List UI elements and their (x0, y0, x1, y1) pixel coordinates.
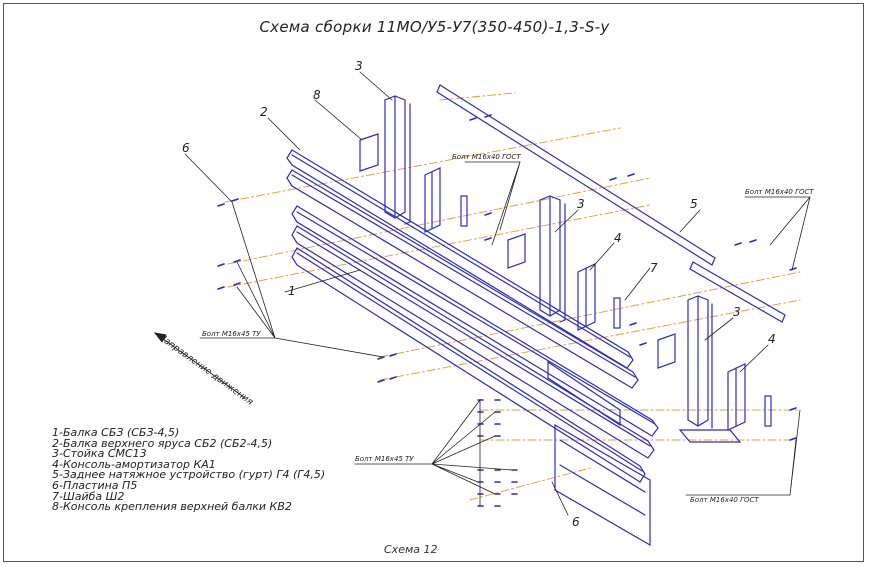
legend-item: 6-Пластина П5 (52, 478, 138, 492)
legend-item: 3-Стойка СМС13 (52, 447, 147, 461)
direction-arrow (153, 332, 246, 399)
callout-bolt-m16x45-b: Болт М16х45 ТУ (355, 455, 414, 463)
part-number-3b: 3 (577, 197, 585, 211)
part-number-2: 2 (260, 105, 268, 119)
post-3b (539, 195, 566, 323)
axis-lines (224, 92, 801, 501)
legend-item: 2-Балка верхнего яруса СБ2 (СБ2-4,5) (52, 436, 273, 450)
part-number-6b: 6 (572, 515, 580, 529)
callout-bolt-m16x40-c: Болт М16х40 ГОСТ (690, 496, 759, 504)
legend-item: 7-Шайба Ш2 (52, 489, 125, 503)
sheet-frame (3, 3, 864, 562)
part-number-8: 8 (313, 88, 321, 102)
part-number-3a: 3 (355, 59, 363, 73)
direction-label: Направление движения (156, 332, 255, 408)
upper-beam (286, 149, 639, 389)
callout-bolt-m16x40-b: Болт М16х40 ГОСТ (745, 188, 814, 196)
drawing-title: Схема сборки 11МО/У5-У7(350-450)-1,3-S-у (259, 18, 610, 36)
main-beam (291, 205, 659, 483)
legend-item: 1-Балка СБЗ (СБЗ-4,5) (52, 426, 180, 439)
legend-item: 8-Консоль крепления верхней балки КВ2 (52, 500, 292, 514)
part-number-5: 5 (690, 197, 698, 211)
part-number-7: 7 (650, 261, 658, 275)
bolts (217, 114, 797, 507)
scheme-caption: Схема 12 (384, 543, 438, 556)
parts-legend: 1-Балка СБЗ (СБЗ-4,5) 2-Балка верхнего я… (52, 426, 326, 514)
legend-item: 4-Консоль-амортизатор КА1 (52, 457, 216, 471)
part-number-4a: 4 (614, 231, 622, 245)
plates (460, 195, 772, 427)
post-3a (384, 95, 411, 225)
console-4b (727, 363, 746, 431)
callout-bolt-m16x40-a: Болт М16х40 ГОСТ (452, 153, 521, 161)
legend-item: 5-Заднее натяжное устройство (гурт) Г4 (… (52, 468, 326, 482)
bracket-8 (359, 133, 676, 369)
console-upper (424, 167, 441, 233)
part-number-3c: 3 (733, 305, 741, 319)
leader-lines (184, 71, 811, 516)
tension-rail (436, 84, 786, 323)
part-number-6a: 6 (182, 141, 190, 155)
console-4a (577, 263, 596, 331)
post-3c (678, 295, 742, 443)
callout-bolt-m16x45-a: Болт М16х45 ТУ (202, 330, 261, 338)
lower-beam (547, 360, 651, 547)
part-number-1: 1 (288, 284, 296, 298)
part-number-4b: 4 (768, 332, 776, 346)
